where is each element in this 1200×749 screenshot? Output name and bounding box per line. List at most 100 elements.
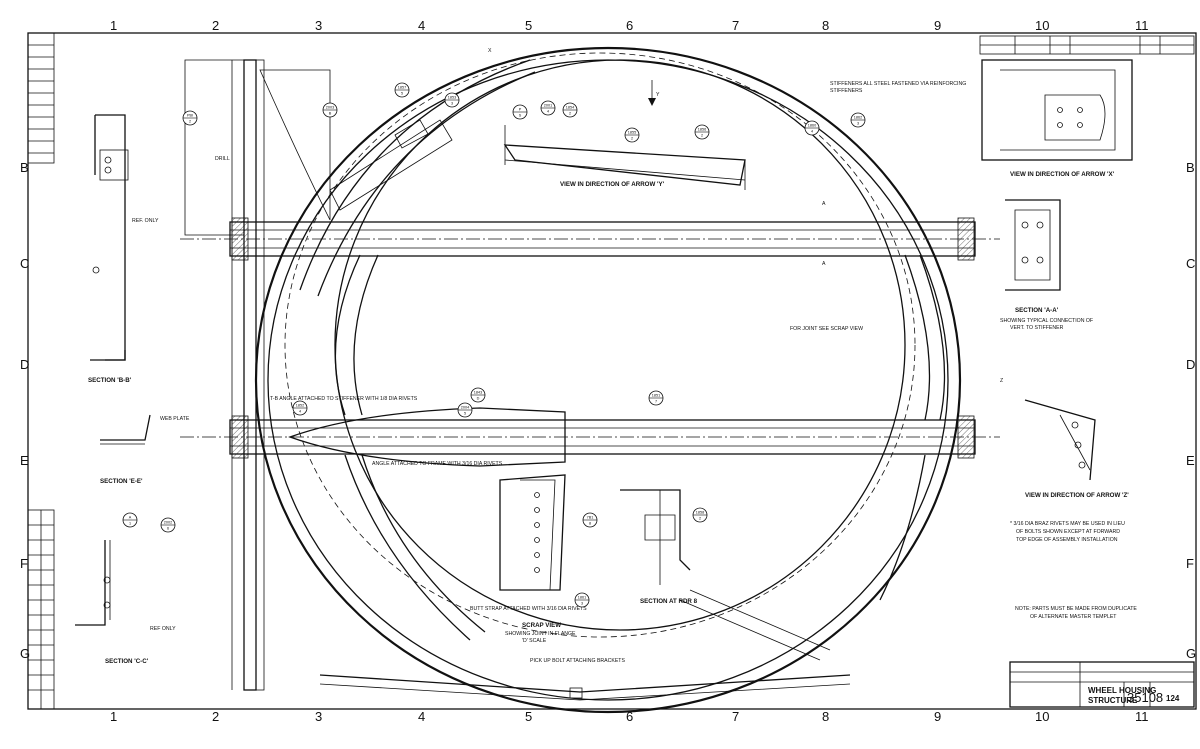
zone-column-label-bottom: 9 [934,709,941,724]
ref-only-note-2: REF ONLY [150,626,176,632]
part-qty: 4 [299,410,301,414]
part-number: 1843 [474,391,482,395]
part-callout: 1858 2 [692,507,708,523]
section-aa-sub1: SHOWING TYPICAL CONNECTION OF [1000,318,1093,324]
section-mark-a-2: A [822,261,826,267]
zone-row-label-right: E [1186,453,1195,468]
part-number: 1856 [698,128,706,132]
title-line-2: STRUCTURE [1088,696,1138,705]
view-arrow-z: VIEW IN DIRECTION OF ARROW 'Z' [1024,399,1129,499]
zone-column-label: 5 [525,18,532,33]
zone-row-label-right: C [1186,256,1195,271]
zone-column-label-bottom: 2 [212,709,219,724]
bottom-frame [319,589,851,701]
part-callout: 1860 4 [804,120,820,136]
part-number: 7B1 [587,516,594,520]
title-block: WHEEL HOUSING STRUCTURE 35108 124 [1009,661,1195,708]
title-line-1: WHEEL HOUSING [1088,686,1156,695]
zone-column-label: 3 [315,18,322,33]
zone-column-label: 2 [212,18,219,33]
revision-block [979,35,1195,55]
zone-row-label: C [20,256,29,271]
note-rivets-1: * 3/16 DIA BRAZ RIVETS MAY BE USED IN LI… [1010,521,1125,527]
section-rdr-label: SECTION AT RDR 8 [640,598,698,605]
part-qty: 5 [464,412,466,416]
zone-column-label: 1 [110,18,117,33]
section-aa-label: SECTION 'A-A' [1015,307,1059,314]
part-qty: 2 [631,137,633,141]
view-arrow-x-detail: VIEW IN DIRECTION OF ARROW 'X' [981,59,1133,178]
part-number: PBI [187,114,193,118]
section-ee: SECTION 'E-E' WEB PLATE [100,414,190,485]
upper-curved-member [299,59,536,297]
arrow-y-letter: Y [656,92,660,98]
zone-row-label-right: B [1186,160,1195,175]
left-inner-strap [334,254,486,641]
section-mark-a: A [822,201,826,207]
zone-column-label: 6 [626,18,633,33]
part-number: 1853 [448,96,456,100]
zone-row-label: E [20,453,29,468]
view-z-label: VIEW IN DIRECTION OF ARROW 'Z' [1025,492,1129,499]
part-callout: 1861 3 [574,592,590,608]
note-top-right-1: STIFFENERS ALL STEEL FASTENED VIA REINFO… [830,81,966,87]
angle-attached-note-2: ANGLE ATTACHED TO FRAME WITH 3/16 DIA RI… [372,461,503,467]
zone-column-label: 11 [1135,18,1149,33]
note-rivets-3: TOP EDGE OF ASSEMBLY INSTALLATION [1016,537,1118,543]
zone-column-label: 9 [934,18,941,33]
part-callout: PS [512,104,528,120]
part-number: 1852 [296,404,304,408]
butt-strap-note: BUTT STRAP ATTACHED WITH 3/16 DIA RIVETS [470,606,587,612]
part-qty: 3 [451,102,453,106]
part-number: 1860 [808,124,816,128]
part-qty: 8 [589,522,591,526]
part-qty: 3 [581,602,583,606]
part-callout: 1853 3 [444,92,460,108]
part-qty: B [329,112,332,116]
wheel-housing-outer-ring [254,46,962,714]
part-callout: 2001 4 [540,100,556,116]
arrow-x-letter: X [488,48,492,54]
part-qty: 5 [401,92,403,96]
part-callout: 1852 4 [292,400,308,416]
part-qty: D [477,397,480,401]
part-number: P [519,108,522,112]
section-bb: SECTION 'B-B' REF. ONLY [88,114,159,384]
part-number: 1861 [578,596,586,600]
scrap-view-label: SCRAP VIEW [522,622,561,629]
part-callout: A1 [122,512,138,528]
part-number: 1858 [696,511,704,515]
note-top-right-2: STIFFENERS [830,88,863,94]
part-qty: 4 [811,130,813,134]
section-bb-label: SECTION 'B-B' [88,377,132,384]
part-qty: 4 [547,110,549,114]
note-bottom-1: NOTE: PARTS MUST BE MADE FROM DUPLICATE [1015,606,1137,612]
part-callout-bubbles: PBI22003B1857518533PS2001418542185521856… [122,82,866,608]
part-qty: 2 [699,517,701,521]
zone-column-label-bottom: 5 [525,709,532,724]
zone-column-label-bottom: 7 [732,709,739,724]
part-qty: S [519,114,522,118]
upper-horizontal-tube [180,217,1000,261]
part-number: 1851 [652,394,660,398]
zone-column-label-bottom: 11 [1135,709,1149,724]
part-number: 2001 [544,104,552,108]
note-rivets-2: OF BOLTS SHOWN EXCEPT AT FORWARD [1016,529,1120,535]
zone-column-label-bottom: 4 [418,709,425,724]
part-number: 2002 [164,521,172,525]
zone-row-label-right: G [1186,646,1196,661]
part-callout: 7B1 8 [582,512,598,528]
section-aa: SECTION 'A-A' SHOWING TYPICAL CONNECTION… [1000,199,1093,331]
view-arrow-y: VIEW IN DIRECTION OF ARROW 'Y' Y [503,80,746,190]
zone-column-label-bottom: 6 [626,709,633,724]
zone-row-label: B [20,160,29,175]
zone-row-label-right: D [1186,357,1195,372]
section-aa-sub2: VERT. TO STIFFENER [1010,325,1064,331]
part-qty: 1 [129,522,131,526]
ref-only-note: REF. ONLY [132,218,159,224]
